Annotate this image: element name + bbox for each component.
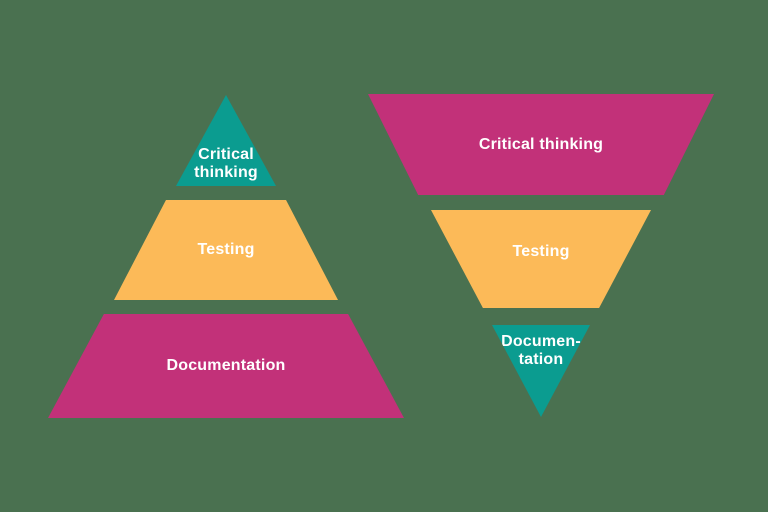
inverted-documentation-label: Documen- tation <box>501 333 581 368</box>
upright-pyramid-documentation-segment: Documentation <box>48 314 404 418</box>
upright-documentation-label: Documentation <box>166 357 286 374</box>
upright-pyramid-testing-segment: Testing <box>114 200 338 300</box>
upright-testing-label: Testing <box>197 241 255 258</box>
inverted-testing-label: Testing <box>512 243 570 260</box>
upright-pyramid-critical-thinking-segment: Critical thinking <box>176 95 276 186</box>
inverted-pyramid-testing-segment: Testing <box>431 210 651 308</box>
inverted-critical-thinking-label: Critical thinking <box>478 135 604 153</box>
upright-critical-thinking-label: Critical thinking <box>194 146 258 181</box>
inverted-pyramid-critical-thinking-segment: Critical thinking <box>368 94 714 195</box>
inverted-pyramid-documentation-segment: Documen- tation <box>492 325 590 417</box>
